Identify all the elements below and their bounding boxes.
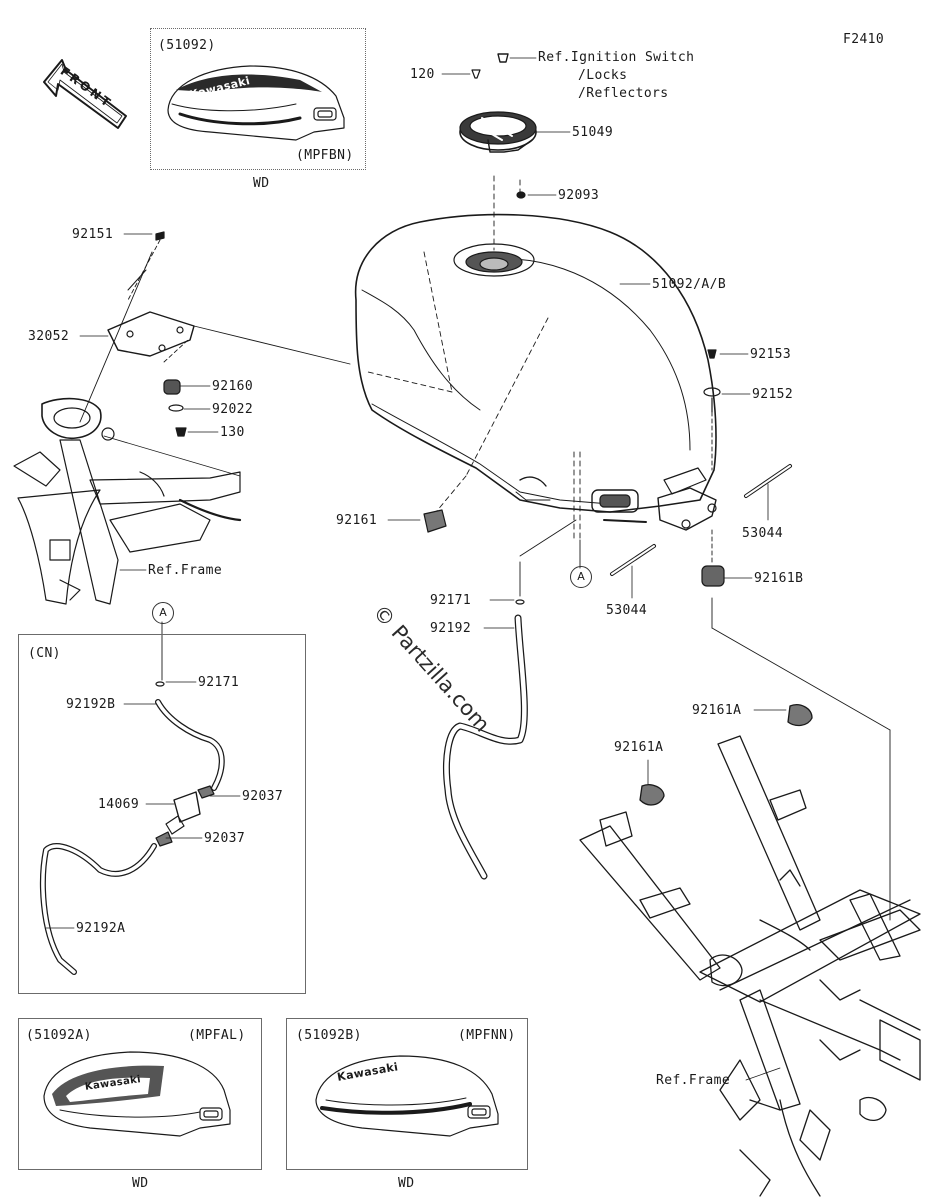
- inset-mpfnn-code: (MPFNN): [458, 1028, 516, 1043]
- label-92152: 92152: [752, 387, 794, 402]
- fuel-cap-illustration: [459, 53, 537, 199]
- label-leader-lines: [45, 57, 787, 1081]
- inset-mpfal-code: (MPFAL): [188, 1028, 246, 1043]
- inset-mpfbn: [150, 28, 366, 170]
- label-51049: 51049: [572, 125, 614, 140]
- bracket-illustration: [107, 231, 351, 437]
- label-cn-14069: 14069: [98, 797, 140, 812]
- label-92161a-mid: 92161A: [614, 740, 664, 755]
- main-frame-illustration: [579, 704, 921, 1197]
- figure-code: F2410: [843, 32, 885, 47]
- label-ref-ignition: Ref.Ignition Switch: [538, 50, 695, 65]
- cn-hose-assembly-illustration: [40, 681, 225, 975]
- label-ref-frame-left: Ref.Frame: [148, 563, 223, 578]
- drain-hose-illustration: [443, 519, 577, 880]
- label-ref-locks: /Locks: [578, 68, 628, 83]
- tank-illustration-mpfnn: [315, 1055, 499, 1137]
- label-92161b: 92161B: [754, 571, 804, 586]
- inset-mpfal: [18, 1018, 262, 1170]
- label-92022: 92022: [212, 402, 254, 417]
- label-92161: 92161: [336, 513, 378, 528]
- label-92153: 92153: [750, 347, 792, 362]
- label-92171: 92171: [430, 593, 472, 608]
- leader-line: [79, 251, 153, 423]
- label-92151: 92151: [72, 227, 114, 242]
- label-cn-92037-top: 92037: [242, 789, 284, 804]
- inset-mpfal-region: WD: [132, 1176, 149, 1191]
- inset-mpfbn-code: (MPFBN): [296, 148, 354, 163]
- label-92161a-top: 92161A: [692, 703, 742, 718]
- inset-mpfnn: [286, 1018, 528, 1170]
- inset-mpfbn-region: WD: [253, 176, 270, 191]
- label-ref-reflectors: /Reflectors: [578, 86, 669, 101]
- label-92160: 92160: [212, 379, 254, 394]
- label-cn-92192b: 92192B: [66, 697, 116, 712]
- rod-53044-illustrations: [610, 464, 792, 576]
- pad-92161-illustration: [423, 509, 447, 533]
- label-53044-right: 53044: [742, 526, 784, 541]
- label-92093: 92093: [558, 188, 600, 203]
- inset-mpfal-part: (51092A): [26, 1028, 92, 1043]
- inset-mpfbn-part: (51092): [158, 38, 216, 53]
- inset-mpfnn-region: WD: [398, 1176, 415, 1191]
- inset-cn: [18, 634, 306, 994]
- label-cn-92171: 92171: [198, 675, 240, 690]
- front-direction-arrow-icon: [43, 59, 127, 129]
- label-cn-92037-bot: 92037: [204, 831, 246, 846]
- fuel-tank-illustration: [354, 213, 717, 531]
- tank-illustration-mpfal: [43, 1051, 231, 1137]
- inset-mpfnn-part: (51092B): [296, 1028, 362, 1043]
- callout-a-marker-cn: A: [152, 602, 174, 624]
- rubber-92161b-illustration: [701, 529, 891, 921]
- inset-cn-region: (CN): [28, 646, 61, 661]
- label-120: 120: [410, 67, 435, 82]
- label-cn-92192a: 92192A: [76, 921, 126, 936]
- label-51092ab: 51092/A/B: [652, 277, 727, 292]
- left-frame-illustration: [13, 397, 242, 605]
- right-bolts-illustration: [703, 349, 721, 471]
- label-130: 130: [220, 425, 245, 440]
- callout-a-marker: A: [570, 566, 592, 588]
- label-92192: 92192: [430, 621, 472, 636]
- label-ref-frame-right: Ref.Frame: [656, 1073, 731, 1088]
- label-53044-mid: 53044: [606, 603, 648, 618]
- tank-guide-lines: [367, 175, 581, 541]
- label-32052: 32052: [28, 329, 70, 344]
- tank-illustration-mpfbn: [167, 65, 345, 141]
